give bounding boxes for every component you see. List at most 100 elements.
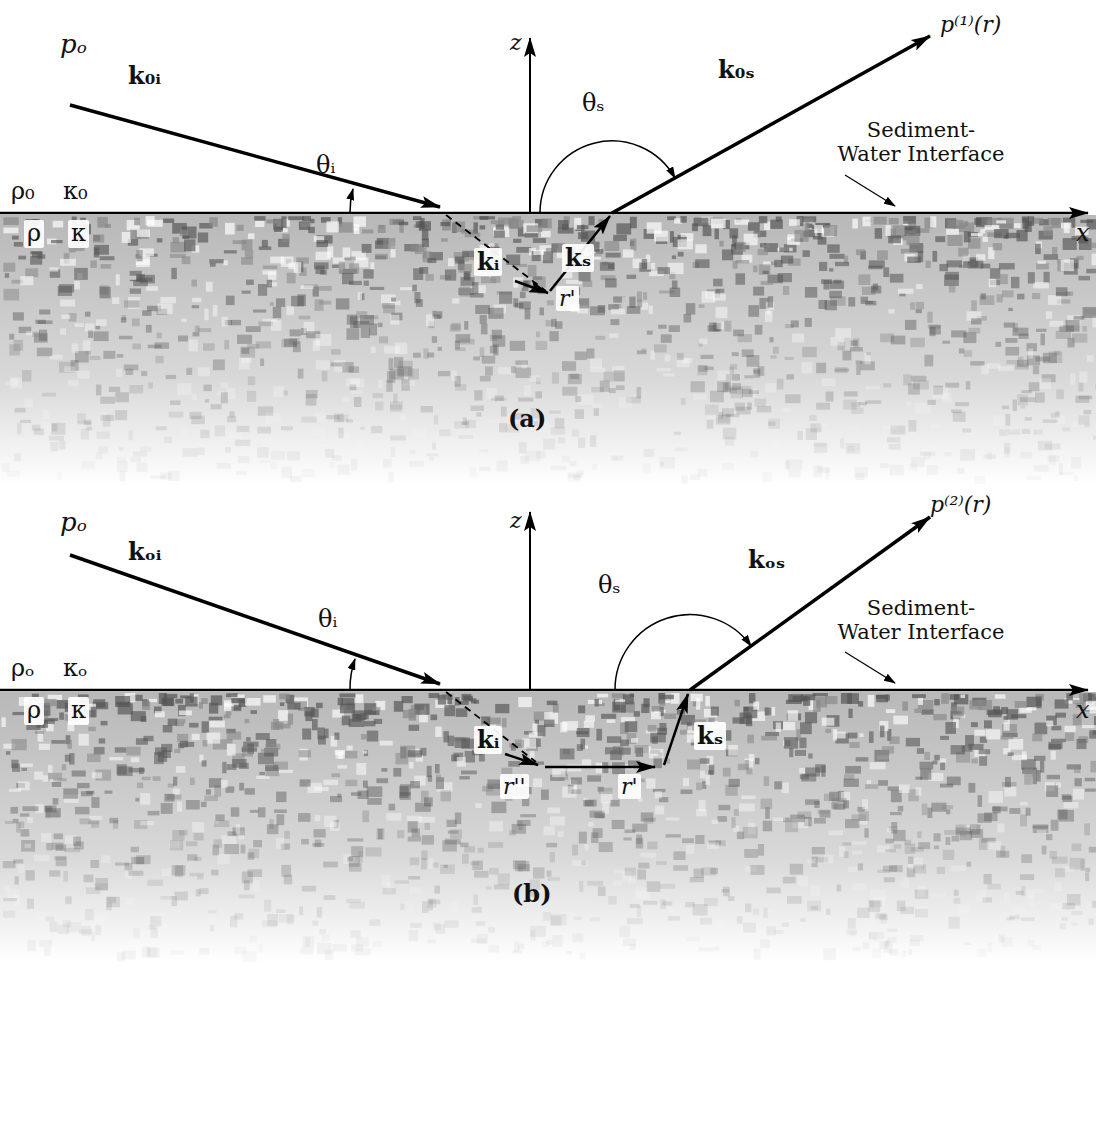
texture-speck	[225, 447, 231, 453]
texture-speck	[508, 459, 516, 463]
texture-speck	[782, 923, 789, 927]
texture-speck	[354, 228, 359, 231]
texture-speck	[288, 216, 304, 220]
texture-speck	[202, 760, 207, 766]
texture-speck	[875, 228, 882, 239]
texture-speck	[908, 420, 916, 432]
texture-speck	[173, 777, 177, 786]
texture-speck	[397, 830, 404, 838]
texture-speck	[886, 709, 895, 713]
texture-speck	[611, 800, 620, 807]
texture-speck	[741, 795, 755, 799]
texture-speck	[360, 427, 365, 430]
texture-speck	[264, 900, 271, 912]
texture-speck	[472, 905, 478, 909]
texture-speck	[933, 714, 946, 720]
texture-speck	[758, 249, 768, 255]
texture-speck	[222, 317, 228, 327]
texture-speck	[186, 368, 192, 375]
texture-speck	[687, 760, 700, 770]
texture-speck	[722, 249, 733, 260]
texture-speck	[636, 471, 650, 481]
texture-speck	[911, 376, 927, 382]
texture-speck	[1074, 475, 1079, 481]
texture-speck	[302, 469, 316, 477]
texture-speck	[949, 285, 956, 292]
texture-speck	[855, 473, 864, 480]
texture-speck	[84, 420, 91, 426]
texture-speck	[856, 249, 865, 255]
texture-speck	[880, 463, 889, 468]
texture-speck	[215, 425, 225, 436]
texture-speck	[887, 437, 901, 442]
texture-speck	[378, 323, 383, 327]
texture-speck	[130, 457, 141, 461]
texture-speck	[315, 454, 322, 460]
texture-speck	[658, 325, 666, 329]
texture-speck	[858, 274, 870, 285]
texture-speck	[833, 280, 841, 284]
texture-speck	[496, 224, 504, 229]
texture-speck	[354, 224, 359, 234]
texture-speck	[294, 262, 301, 273]
texture-speck	[94, 331, 109, 341]
texture-speck	[68, 380, 78, 386]
texture-speck	[463, 417, 467, 425]
texture-speck	[229, 411, 234, 417]
texture-speck	[905, 844, 915, 854]
texture-speck	[861, 297, 869, 301]
texture-speck	[497, 461, 508, 472]
texture-speck	[357, 440, 364, 448]
texture-speck	[589, 216, 595, 225]
texture-speck	[351, 459, 357, 471]
texture-speck	[1071, 911, 1082, 915]
texture-speck	[1020, 452, 1031, 459]
texture-speck	[1004, 892, 1010, 902]
texture-speck	[100, 397, 115, 404]
texture-speck	[274, 809, 287, 813]
texture-speck	[176, 766, 185, 773]
texture-speck	[572, 430, 579, 437]
texture-speck	[575, 409, 584, 419]
texture-speck	[494, 884, 509, 889]
texture-speck	[906, 401, 911, 406]
texture-speck	[258, 284, 267, 296]
texture-speck	[882, 425, 897, 429]
texture-speck	[213, 305, 218, 316]
texture-speck	[32, 425, 41, 431]
texture-speck	[625, 721, 638, 732]
texture-speck	[290, 476, 302, 483]
texture-speck	[371, 426, 382, 433]
texture-speck	[160, 472, 171, 479]
texture-speck	[12, 236, 19, 240]
texture-speck	[425, 823, 430, 830]
texture-speck	[1017, 294, 1024, 300]
texture-speck	[614, 370, 625, 381]
texture-speck	[753, 265, 757, 272]
texture-speck	[50, 922, 58, 932]
texture-speck	[614, 304, 622, 308]
texture-speck	[742, 389, 753, 397]
texture-speck	[53, 221, 64, 228]
texture-speck	[273, 307, 281, 318]
texture-speck	[701, 355, 714, 359]
texture-speck	[18, 256, 26, 260]
texture-speck	[536, 331, 540, 337]
texture-speck	[1087, 355, 1094, 362]
texture-speck	[241, 845, 246, 854]
texture-speck	[485, 366, 493, 375]
texture-speck	[910, 338, 925, 347]
texture-speck	[1084, 309, 1096, 314]
texture-speck	[319, 286, 332, 291]
texture-speck	[612, 820, 625, 829]
texture-speck	[239, 358, 250, 370]
texture-speck	[623, 249, 634, 257]
texture-speck	[210, 263, 216, 267]
texture-speck	[816, 423, 826, 426]
texture-speck	[18, 864, 24, 872]
texture-speck	[510, 341, 525, 351]
texture-speck	[670, 288, 681, 297]
texture-speck	[750, 451, 758, 457]
texture-speck	[641, 853, 657, 858]
texture-speck	[3, 898, 17, 901]
